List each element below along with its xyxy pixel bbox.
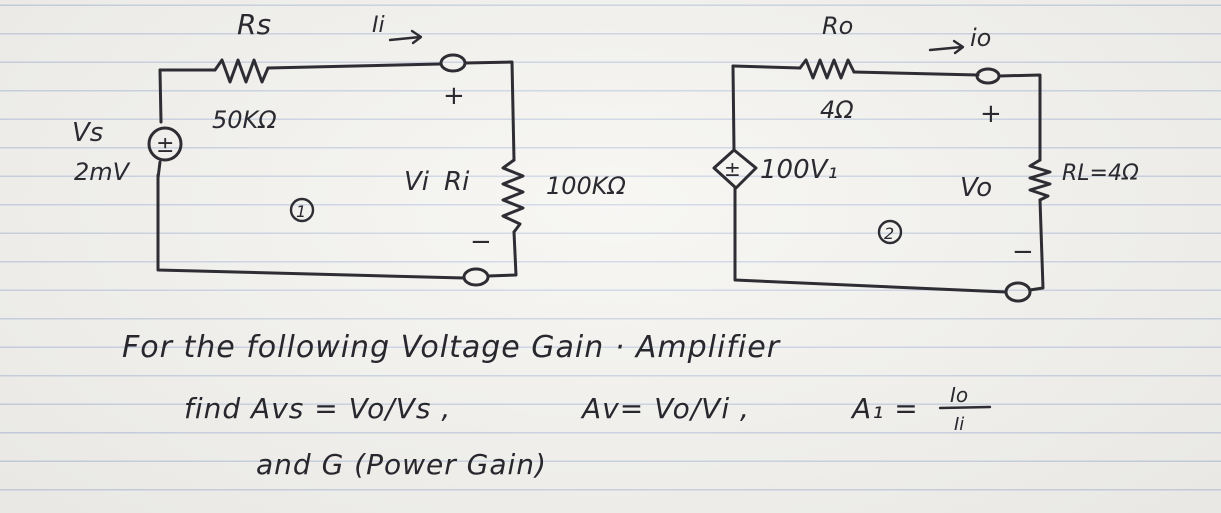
- rs-label: Rs: [237, 8, 271, 41]
- bottom-wire-2: [733, 186, 1008, 294]
- io-arrow: [928, 39, 965, 55]
- circuit-1: [147, 29, 525, 287]
- ri-label: Ri: [444, 167, 470, 197]
- minus-sign-1: −: [470, 227, 492, 257]
- gain-numerator: Io: [950, 383, 968, 407]
- vi-label: Vi: [404, 167, 430, 197]
- vo-label: Vo: [960, 173, 992, 203]
- output-terminal-top: [975, 67, 1001, 85]
- ri-resistor: [501, 158, 525, 234]
- current-gain-fraction: Io Ii: [938, 383, 992, 435]
- minus-sign-2: −: [1012, 237, 1034, 267]
- output-terminal-bottom: [1004, 281, 1032, 303]
- labels-circuit-2: Ro io 4Ω + ± 100V₁ Vo RL=4Ω − 2: [724, 12, 1139, 267]
- dependent-source-value: 100V₁: [760, 155, 838, 185]
- left-wire-bottom-1: [156, 160, 162, 180]
- problem-line-1: For the following Voltage Gain · Amplifi…: [122, 330, 781, 365]
- problem-line-3: and G (Power Gain): [256, 448, 547, 481]
- problem-line-2a: find Avs = Vo/Vs ,: [184, 392, 452, 425]
- dependent-source-diamond: [712, 148, 758, 190]
- ii-arrow: [388, 29, 423, 45]
- vs-label: Vs: [72, 118, 103, 148]
- top-right-wire-1: [463, 60, 516, 162]
- rs-resistor: [213, 58, 270, 84]
- vs-source-sign: ±: [156, 133, 174, 158]
- circuit-number-1-circle: [289, 197, 315, 223]
- ro-value: 4Ω: [820, 96, 854, 124]
- ro-label: Ro: [822, 12, 853, 40]
- bottom-wire-1: [156, 173, 466, 280]
- ii-label: Ii: [372, 13, 385, 38]
- io-label: io: [970, 24, 991, 52]
- right-wire-2: [1028, 198, 1045, 292]
- input-terminal-bottom: [462, 267, 490, 287]
- ro-resistor: [798, 58, 856, 80]
- top-wire-right-2: [852, 70, 980, 77]
- plus-sign-2: +: [980, 99, 1002, 129]
- fraction-bar: [938, 405, 992, 410]
- top-right-wire-2: [997, 73, 1042, 162]
- top-wire-left-2: [731, 64, 802, 70]
- circuit-number-1: 1: [296, 202, 306, 221]
- right-wire-1: [486, 230, 518, 278]
- labels-circuit-1: Rs Ii 50KΩ + Vs 2mV ± Vi Ri 100KΩ − 1: [72, 8, 627, 257]
- problem-line-2b: Av= Vo/Vi ,: [582, 392, 750, 425]
- rs-value: 50KΩ: [212, 106, 277, 134]
- problem-line-2c: A₁ =: [852, 392, 919, 425]
- circuit-2: [712, 39, 1052, 303]
- vs-value: 2mV: [74, 158, 131, 186]
- vs-source-circle: [147, 126, 183, 162]
- gain-denominator: Ii: [954, 414, 964, 435]
- left-wire-top-2: [731, 64, 736, 152]
- ri-value: 100KΩ: [546, 172, 627, 200]
- circuit-number-2-circle: [877, 219, 903, 245]
- circuit-number-2: 2: [884, 224, 894, 243]
- dependent-source-sign: ±: [724, 157, 741, 181]
- rl-resistor: [1028, 158, 1052, 202]
- left-wire-top-1: [158, 68, 163, 124]
- input-terminal-top: [439, 53, 467, 73]
- plus-sign-1: +: [443, 81, 465, 111]
- top-wire-right-1: [266, 62, 442, 70]
- rl-label: RL=4Ω: [1062, 161, 1139, 186]
